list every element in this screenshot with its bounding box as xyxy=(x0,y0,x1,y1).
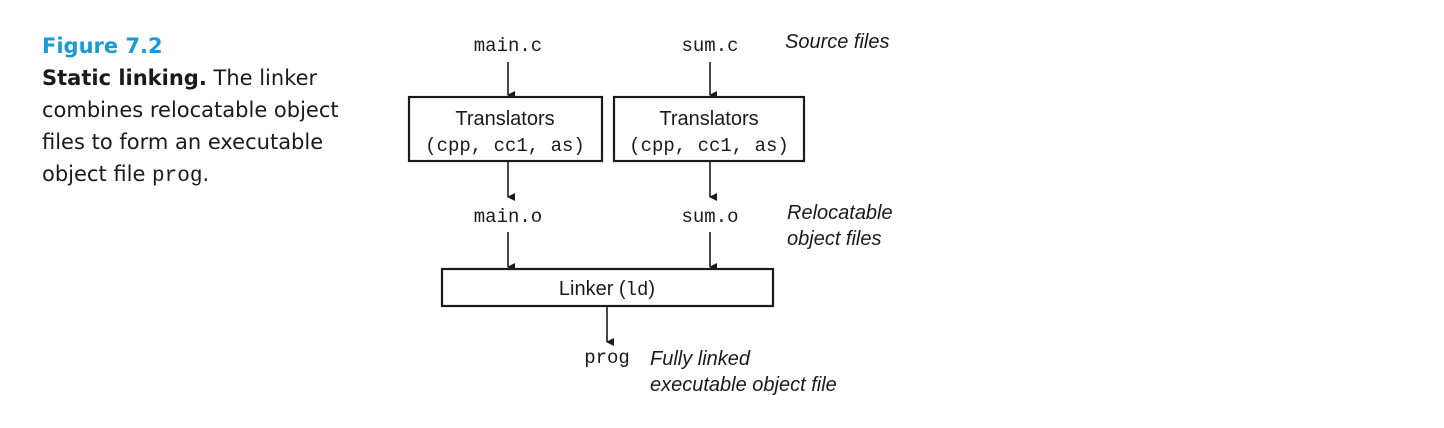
caption-title: Static linking. xyxy=(42,66,207,90)
translator-box-main xyxy=(407,95,604,163)
linker-label-code: ld xyxy=(626,279,649,301)
source-main-c: main.c xyxy=(474,35,542,57)
object-sum-o: sum.o xyxy=(681,206,738,228)
translator-box-sum xyxy=(612,95,806,163)
output-note-line2: executable object file xyxy=(650,374,837,396)
translator-main-title: Translators xyxy=(455,108,554,130)
linker-label: Linker (ld) xyxy=(559,278,655,301)
output-note-line1: Fully linked xyxy=(650,348,751,370)
translator-sum-title: Translators xyxy=(659,108,758,130)
caption-code-term: prog xyxy=(152,165,203,188)
output-prog: prog xyxy=(584,347,630,369)
translator-main-cmd: (cpp, cc1, as) xyxy=(425,135,585,157)
linker-label-close: ) xyxy=(648,278,655,300)
object-files-note-line1: Relocatable xyxy=(787,202,893,224)
caption-text: The linker combines relocatable object f… xyxy=(42,66,339,186)
translator-sum-cmd: (cpp, cc1, as) xyxy=(629,135,789,157)
figure-label: Figure 7.2 xyxy=(42,34,163,58)
caption-body: Static linking. The linker combines relo… xyxy=(42,62,342,193)
source-sum-c: sum.c xyxy=(681,35,738,57)
object-files-note-line2: object files xyxy=(787,228,882,250)
object-main-o: main.o xyxy=(474,206,542,228)
source-files-note: Source files xyxy=(785,31,890,53)
linker-label-text: Linker ( xyxy=(559,278,626,300)
caption-end: . xyxy=(202,162,210,186)
figure-caption: Figure 7.2 Static linking. The linker co… xyxy=(42,30,342,193)
